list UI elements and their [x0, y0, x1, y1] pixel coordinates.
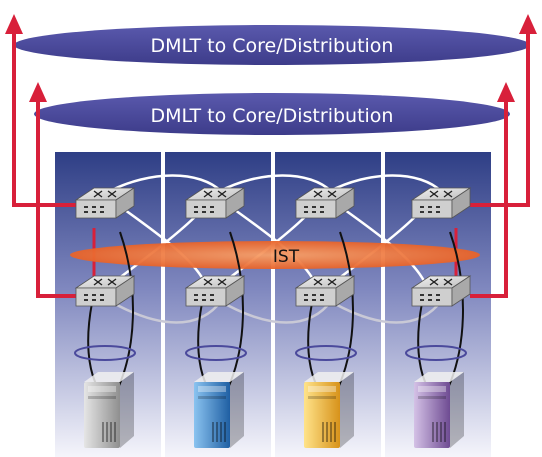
uplink-arrow-left-inner [29, 82, 47, 102]
uplink-right-inner [470, 98, 508, 298]
mlt-rings [74, 345, 467, 361]
uplink-arrow-left-outer [5, 14, 23, 34]
uplink-left-outer [12, 30, 78, 207]
mlt-ring-4 [405, 345, 467, 361]
tower-server-icon-blue [194, 372, 244, 448]
dmlt-label-second: DMLT to Core/Distribution [151, 105, 394, 127]
ist-label: IST [273, 247, 300, 267]
mlt-ring-3 [295, 345, 357, 361]
gray-interconnects [107, 298, 444, 324]
uplink-arrow-right-outer [519, 14, 537, 34]
tower-server-icon-purple [414, 372, 464, 448]
tower-server-icon-yellow [304, 372, 354, 448]
mlt-ring-2 [185, 345, 247, 361]
red-uplinks [12, 30, 530, 298]
dmlt-oval-top [14, 25, 530, 65]
dmlt-oval-second [34, 93, 510, 135]
uplink-arrow-right-inner [497, 82, 515, 102]
mlt-ring-1 [74, 345, 136, 361]
tower-server-icon-gray [84, 372, 134, 448]
dmlt-label-top: DMLT to Core/Distribution [151, 35, 394, 57]
ist-oval [70, 241, 480, 269]
uplink-left-inner [36, 98, 78, 298]
uplink-right-outer [470, 30, 530, 207]
